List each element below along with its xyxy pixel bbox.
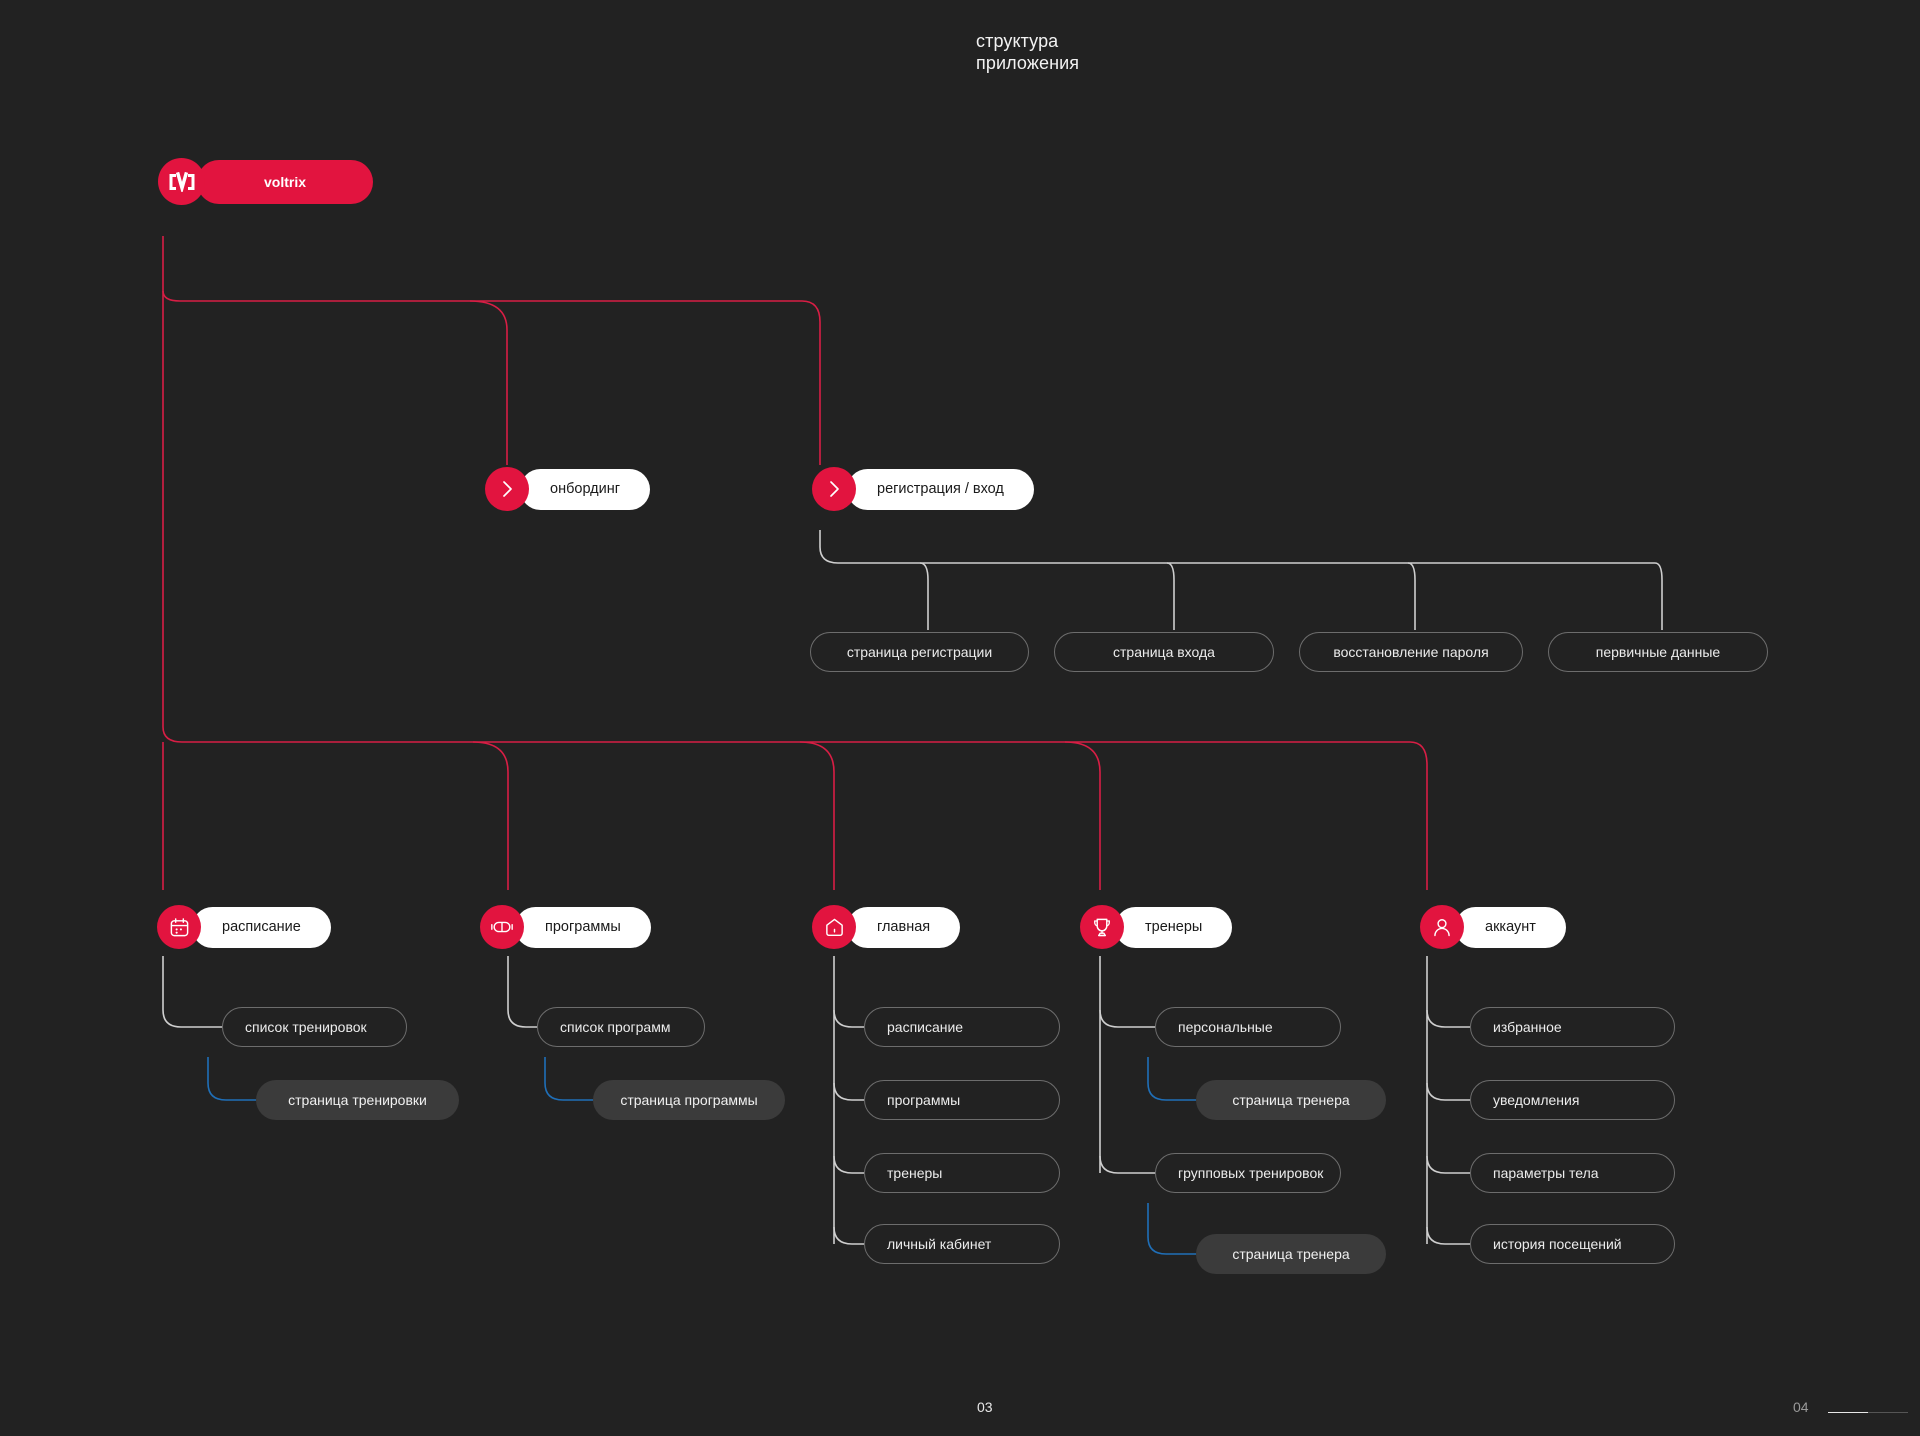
page-progress-bar — [1828, 1412, 1908, 1413]
leaf-trainers-child-2[interactable]: групповых тренировок — [1155, 1153, 1341, 1193]
section-programs[interactable]: программы — [480, 905, 651, 949]
voltrix-bracket-v-logo-icon — [158, 158, 205, 205]
root-node-label: voltrix — [197, 159, 373, 204]
node-auth-label: регистрация / вход — [847, 468, 1034, 510]
leaf-programs-child-0[interactable]: список программ — [537, 1007, 705, 1047]
leaf-account-child-1[interactable]: уведомления — [1470, 1080, 1675, 1120]
leaf-schedule-child-1[interactable]: страница тренировки — [256, 1080, 459, 1120]
leaf-auth-child-3[interactable]: первичные данные — [1548, 632, 1768, 672]
page-progress-fill — [1828, 1412, 1868, 1413]
leaf-account-child-2[interactable]: параметры тела — [1470, 1153, 1675, 1193]
section-schedule[interactable]: расписание — [157, 905, 331, 949]
trophy-icon — [1080, 905, 1124, 949]
leaf-trainers-child-0[interactable]: персональные — [1155, 1007, 1341, 1047]
section-home[interactable]: главная — [812, 905, 961, 949]
home-icon — [812, 905, 856, 949]
leaf-programs-child-1[interactable]: страница программы — [593, 1080, 785, 1120]
chevron-right-icon — [485, 467, 529, 511]
leaf-account-child-0[interactable]: избранное — [1470, 1007, 1675, 1047]
leaf-home-child-2[interactable]: тренеры — [864, 1153, 1060, 1193]
leaf-trainers-child-3[interactable]: страница тренера — [1196, 1234, 1386, 1274]
node-onboarding-label: онбординг — [520, 468, 651, 510]
calendar-icon — [157, 905, 201, 949]
page-number-current: 03 — [977, 1399, 993, 1415]
section-trainers-label: тренеры — [1115, 906, 1233, 948]
section-account[interactable]: аккаунт — [1420, 905, 1566, 949]
leaf-home-child-1[interactable]: программы — [864, 1080, 1060, 1120]
leaf-auth-child-0[interactable]: страница регистрации — [810, 632, 1029, 672]
page-number-total: 04 — [1793, 1399, 1809, 1415]
root-node-voltrix[interactable]: voltrix — [158, 158, 373, 205]
leaf-trainers-child-1[interactable]: страница тренера — [1196, 1080, 1386, 1120]
section-schedule-label: расписание — [192, 906, 331, 948]
section-account-label: аккаунт — [1455, 906, 1566, 948]
page-title: структура приложения — [976, 31, 1080, 73]
leaf-auth-child-2[interactable]: восстановление пароля — [1299, 632, 1523, 672]
node-auth[interactable]: регистрация / вход — [812, 467, 1034, 511]
section-programs-label: программы — [515, 906, 651, 948]
leaf-home-child-0[interactable]: расписание — [864, 1007, 1060, 1047]
leaf-schedule-child-0[interactable]: список тренировок — [222, 1007, 407, 1047]
leaf-home-child-3[interactable]: личный кабинет — [864, 1224, 1060, 1264]
leaf-auth-child-1[interactable]: страница входа — [1054, 632, 1274, 672]
leaf-account-child-3[interactable]: история посещений — [1470, 1224, 1675, 1264]
section-home-label: главная — [847, 906, 961, 948]
node-onboarding[interactable]: онбординг — [485, 467, 651, 511]
dumbbell-icon — [480, 905, 524, 949]
section-trainers[interactable]: тренеры — [1080, 905, 1233, 949]
user-icon — [1420, 905, 1464, 949]
chevron-right-icon — [812, 467, 856, 511]
